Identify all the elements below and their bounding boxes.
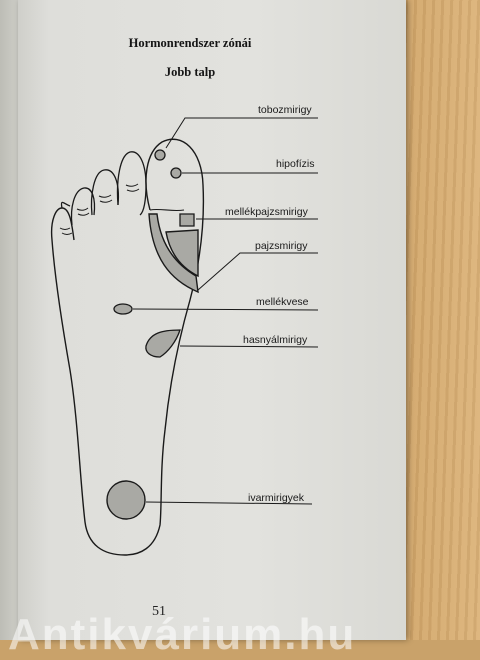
label-mellekvese: mellékvese [256,296,309,308]
label-hasnyalmirigy: hasnyálmirigy [243,334,308,346]
mellekpajzsmirigy-zone [179,213,195,227]
leader-lines [132,117,319,505]
toe-3 [90,169,120,216]
label-mellekpajzsmirigy: mellékpajzsmirigy [225,206,308,218]
page-number: 51 [152,604,166,619]
book-page [18,0,406,640]
ivarmirigyek-zone [106,480,146,520]
foot-reflexology-diagram [50,117,319,556]
tobozmirigy-zone [154,149,166,161]
toe-creases [59,183,140,235]
page-subtitle: Jobb talp [164,65,216,79]
hipofizis-zone [170,167,182,179]
foot-outline [50,138,205,556]
label-hipofizis: hipofízis [276,158,315,170]
label-ivarmirigyek: ivarmirigyek [248,492,305,504]
mellekvese-zone [113,303,133,315]
toe-2 [116,151,147,216]
page-title: Hormonrendszer zónái [128,36,252,50]
toe-4 [70,187,96,226]
label-pajzsmirigy: pajzsmirigy [255,240,308,252]
label-tobozmirigy: tobozmirigy [258,104,312,116]
pajzsmirigy-zone [165,229,199,278]
big-toe-joint-line [149,208,185,212]
hasnyalmirigy-zone [145,329,181,358]
watermark: Antikvárium.hu [8,610,357,659]
pajzsmirigy-band [148,213,199,294]
toe-5 [60,201,71,209]
